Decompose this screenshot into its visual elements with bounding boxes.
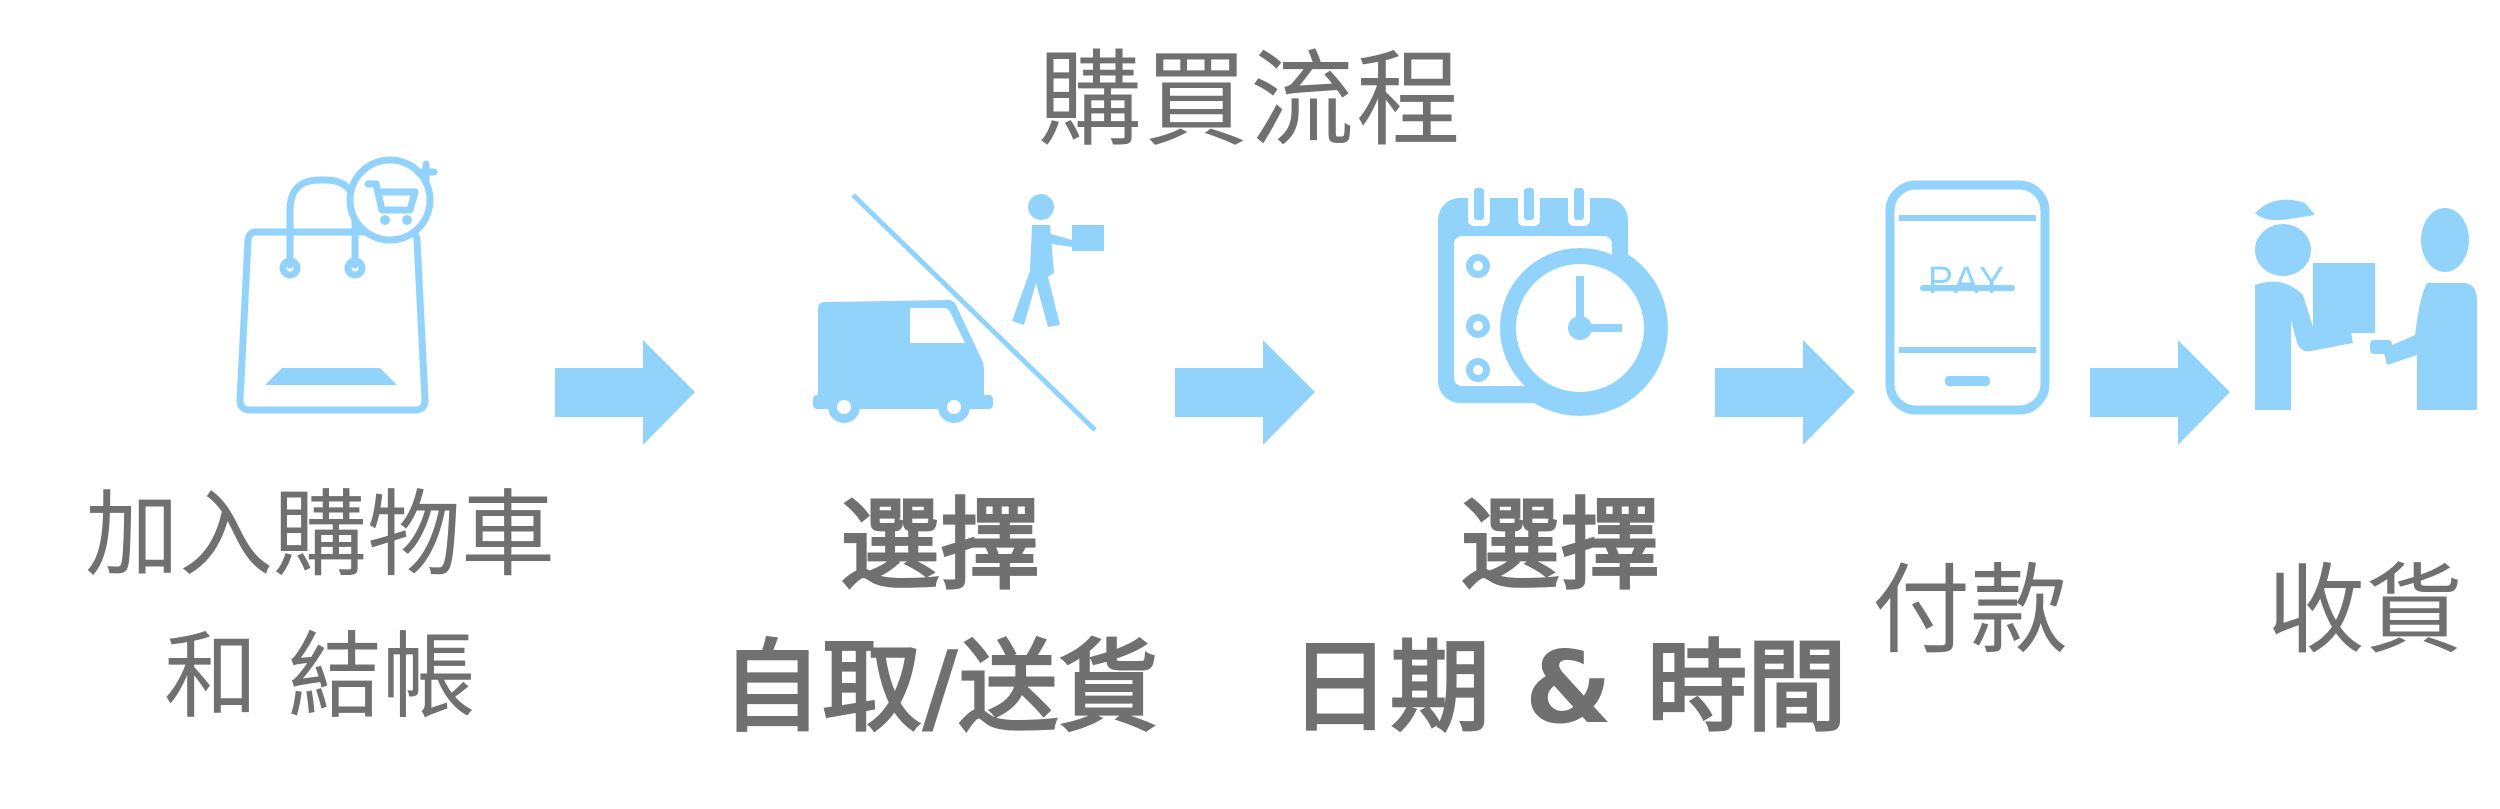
step-4-label-line-1: 付款 [1871,554,2068,668]
step-3-label: 選擇 日期 & 時間 [1290,487,1847,746]
step-2-label-line-2: 自取/送貨 [721,629,1159,746]
flow-arrow-1 [555,340,695,445]
step-2-label: 選擇 自取/送貨 [680,490,1200,744]
delivery-truck-pickup-icon [813,193,1104,432]
mobile-pay-icon: PAY [1885,180,2050,415]
step-5-label: 收貨 [2245,555,2485,667]
pay-screen-text: PAY [1927,260,2008,302]
diagram-title: 購買流程 [1037,39,1462,161]
step-1-label-line-2: 和 結帳 [164,623,476,732]
flow-arrow-3 [1715,340,1855,445]
step-1-label-line-1: 加入購物車 [84,481,555,590]
step-3-label-line-1: 選擇 [1460,487,1660,604]
step-3-label-line-2: 日期 & 時間 [1290,629,1847,746]
flow-arrow-2 [1175,340,1315,445]
flow-arrow-4 [2090,340,2230,445]
calendar-clock-icon [1438,182,1668,416]
step-5-label-line-1: 收貨 [2266,554,2463,668]
step-2-label-line-1: 選擇 [840,487,1040,604]
courier-delivery-icon [2255,199,2477,410]
step-4-label: 付款 [1850,555,2090,667]
step-1-label: 加入購物車 和 結帳 [40,480,600,734]
shopping-bag-cart-icon [236,156,438,414]
